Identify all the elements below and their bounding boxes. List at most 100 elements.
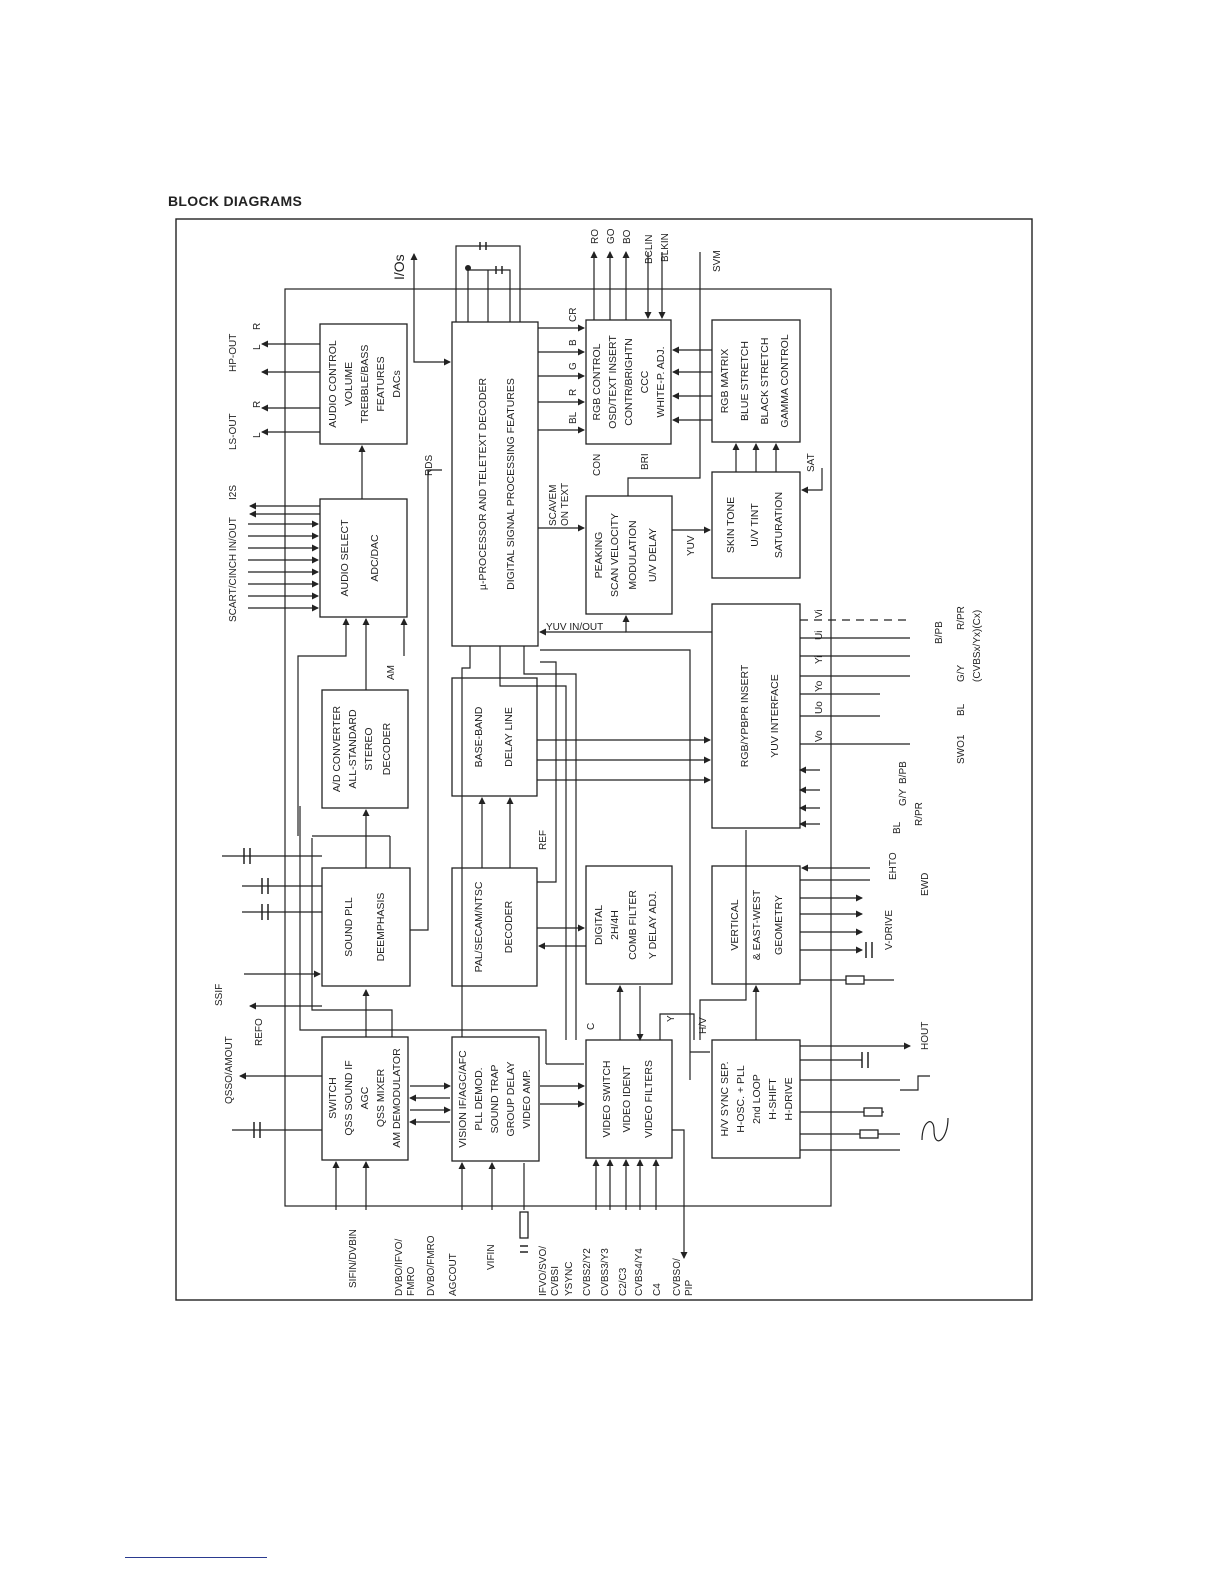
svg-text:COMB FILTER: COMB FILTER [627,890,639,960]
block-switch-qss: SWITCH QSS SOUND IF AGC QSS MIXER AM DEM… [321,1036,409,1161]
svg-text:VIDEO SWITCH: VIDEO SWITCH [601,1060,613,1137]
svg-text:I2S: I2S [228,485,239,500]
svg-text:I/Os: I/Os [391,254,407,280]
svg-text:BL: BL [892,821,903,834]
svg-text:STEREO: STEREO [363,727,375,770]
svg-text:B: B [568,339,579,346]
svg-text:SAT: SAT [806,453,817,472]
svg-text:Yi: Yi [814,655,825,664]
svg-text:VIFIN: VIFIN [486,1244,497,1270]
svg-text:BRI: BRI [640,453,651,470]
svg-text:SVM: SVM [712,250,723,272]
svg-text:GROUP DELAY: GROUP DELAY [505,1062,517,1137]
svg-text:GO: GO [606,228,617,244]
svg-text:GAMMA CONTROL: GAMMA CONTROL [779,334,791,428]
svg-text:DVBO/IFVO/: DVBO/IFVO/ [394,1239,405,1296]
svg-text:G/Y: G/Y [956,664,967,682]
block-video-switch: VIDEO SWITCH VIDEO IDENT VIDEO FILTERS [585,1039,673,1159]
block-rgb-control: RGB CONTROL OSD/TEXT INSERT CONTR/BRIGHT… [585,319,672,445]
svg-text:EHTO: EHTO [888,852,899,880]
svg-text:YSYNC: YSYNC [564,1262,575,1296]
svg-text:H-SHIFT: H-SHIFT [767,1078,779,1120]
svg-text:SOUND TRAP: SOUND TRAP [489,1065,501,1134]
svg-text:OSD/TEXT INSERT: OSD/TEXT INSERT [607,335,619,429]
svg-text:ADC/DAC: ADC/DAC [369,534,381,582]
svg-text:QSS SOUND IF: QSS SOUND IF [343,1060,355,1135]
block-yuv-interface: RGB/YPBPR INSERT YUV INTERFACE [711,603,801,829]
svg-text:BL: BL [568,411,579,424]
svg-text:TREBBLE/BASS: TREBBLE/BASS [359,345,371,424]
svg-text:YUV IN/OUT: YUV IN/OUT [546,622,603,633]
svg-text:LS-OUT: LS-OUT [228,413,239,450]
svg-text:V-DRIVE: V-DRIVE [884,910,895,950]
svg-text:Ui: Ui [814,631,825,640]
svg-text:Uo: Uo [814,701,825,714]
svg-text:SATURATION: SATURATION [773,492,785,558]
svg-text:SCART/CINCH IN/OUT: SCART/CINCH IN/OUT [228,517,239,622]
svg-text:CVBSI: CVBSI [550,1266,561,1296]
svg-text:DEEMPHASIS: DEEMPHASIS [375,893,387,962]
svg-text:BLKIN: BLKIN [660,233,671,262]
svg-text:DVBO/FMRO: DVBO/FMRO [426,1235,437,1296]
block-audio-control: AUDIO CONTROL VOLUME TREBBLE/BASS FEATUR… [319,323,408,445]
svg-text:PAL/SECAM/NTSC: PAL/SECAM/NTSC [473,881,485,972]
svg-text:SOUND PLL: SOUND PLL [343,897,355,957]
svg-text:C4: C4 [652,1283,663,1296]
svg-text:H/V SYNC SEP.: H/V SYNC SEP. [719,1061,731,1136]
svg-text:BL: BL [956,703,967,716]
svg-text:C2/C3: C2/C3 [618,1267,629,1296]
svg-text:L: L [252,344,263,350]
page-heading: BLOCK DIAGRAMS [168,193,303,209]
svg-text:QSSO/AMOUT: QSSO/AMOUT [224,1036,235,1104]
svg-text:SIFIN/DVBIN: SIFIN/DVBIN [348,1229,359,1288]
svg-text:AGC: AGC [359,1086,371,1109]
svg-text:R/PR: R/PR [914,802,925,826]
svg-text:B/PB: B/PB [934,621,945,644]
svg-text:MODULATION: MODULATION [627,520,639,589]
svg-text:H-DRIVE: H-DRIVE [783,1077,795,1120]
svg-text:SKIN TONE: SKIN TONE [725,497,737,553]
svg-text:CR: CR [568,308,579,322]
block-rgb-matrix: RGB MATRIX BLUE STRETCH BLACK STRETCH GA… [711,319,801,443]
svg-text:VIDEO FILTERS: VIDEO FILTERS [643,1060,655,1138]
svg-text:SSIF: SSIF [214,984,225,1006]
svg-text:FMRO: FMRO [406,1266,417,1296]
svg-text:PEAKING: PEAKING [593,532,605,579]
outer-frame [175,218,1033,1301]
svg-text:VIDEO AMP.: VIDEO AMP. [521,1069,533,1128]
footer-rule [125,1557,267,1558]
svg-text:DELAY LINE: DELAY LINE [503,707,515,767]
svg-text:IFVO/SVO/: IFVO/SVO/ [538,1246,549,1296]
svg-text:DIGITAL: DIGITAL [593,905,605,945]
svg-text:AUDIO SELECT: AUDIO SELECT [339,519,351,597]
svg-text:FEATURES: FEATURES [375,356,387,411]
svg-text:SWO1: SWO1 [956,734,967,764]
svg-text:DACs: DACs [391,370,403,397]
chip-outline [284,288,832,1207]
svg-text:BLUE STRETCH: BLUE STRETCH [739,341,751,421]
svg-text:REFO: REFO [254,1018,265,1046]
svg-text:EWD: EWD [920,873,931,896]
svg-text:DECODER: DECODER [381,722,393,775]
svg-text:RO: RO [590,229,601,244]
svg-text:BCLIN: BCLIN [644,235,655,264]
svg-text:Y DELAY ADJ.: Y DELAY ADJ. [647,891,659,959]
svg-text:VERTICAL: VERTICAL [729,899,741,950]
svg-text:PIP: PIP [684,1280,695,1296]
svg-text:DECODER: DECODER [503,900,515,953]
block-sound-pll: SOUND PLL DEEMPHASIS [321,867,411,987]
svg-text:SWITCH: SWITCH [327,1077,339,1118]
svg-text:Y: Y [666,1015,677,1022]
svg-text:RGB CONTROL: RGB CONTROL [591,343,603,420]
svg-text:(CVBSx/Yx)(Cx): (CVBSx/Yx)(Cx) [972,610,983,682]
waveform-symbols [900,1075,949,1142]
svg-text:U/V DELAY: U/V DELAY [647,528,659,582]
svg-text:L: L [252,432,263,438]
svg-text:2H/4H: 2H/4H [609,910,621,940]
svg-text:CON: CON [592,454,603,476]
block-skin-tone: SKIN TONE U/V TINT SATURATION [711,471,801,579]
block-hv-sync: H/V SYNC SEP. H-OSC. + PLL 2nd LOOP H-SH… [711,1039,801,1159]
svg-text:VISION IF/AGC/AFC: VISION IF/AGC/AFC [457,1050,469,1148]
svg-text:CVBS4/Y4: CVBS4/Y4 [634,1248,645,1296]
svg-text:U/V TINT: U/V TINT [749,503,761,547]
